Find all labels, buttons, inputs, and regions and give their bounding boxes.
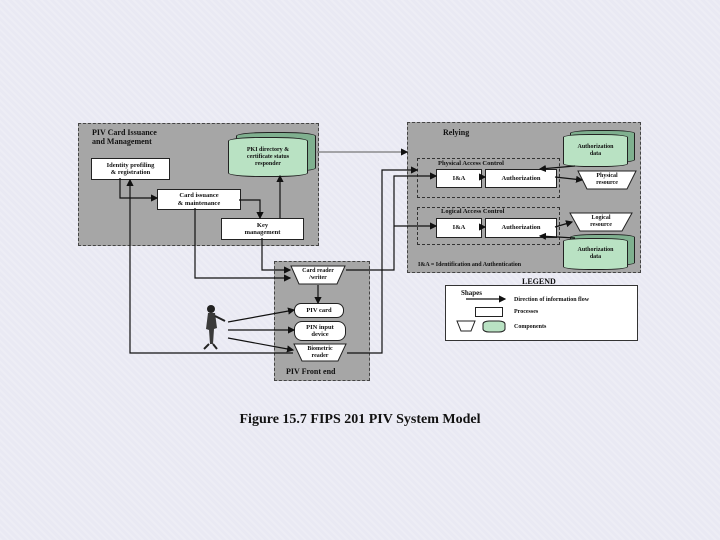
authdata1-line1: Authorization: [577, 143, 614, 150]
pki-line1: PKI directory &: [246, 146, 290, 153]
issuance-title-line2: and Management: [92, 137, 152, 146]
issuance-title-line1: PIV Card Issuance: [92, 128, 157, 137]
card-reader-line1: Card reader: [302, 268, 334, 274]
card-reader-line2: /writer: [309, 275, 327, 281]
ia-box-1: I&A: [436, 169, 482, 188]
key-mgmt-line1: Key: [256, 221, 269, 229]
pki-line3: responder: [255, 160, 281, 167]
legend-title: LEGEND: [522, 277, 556, 286]
authdata2-line2: data: [589, 254, 602, 260]
physical-res-line2: resource: [596, 180, 618, 186]
pin-input-component: PIN input device: [294, 321, 346, 341]
identity-line2: & registration: [110, 169, 151, 176]
ia-box-2: I&A: [436, 218, 482, 238]
physical-resource-component: Physical resource: [577, 170, 637, 190]
issuance-title: PIV Card Issuance and Management: [92, 128, 157, 146]
authorization-data-component-1: Authorization data: [563, 130, 635, 167]
legend-components: Components: [514, 324, 547, 330]
piv-card-component: PIV card: [294, 303, 344, 318]
identity-line1: Identity profiling: [106, 161, 155, 169]
legend-shapes: Shapes: [461, 289, 483, 297]
pki-line2: certificate status: [246, 153, 290, 160]
logical-resource-component: Logical resource: [569, 212, 633, 232]
biometric-reader-component: Biometric reader: [293, 343, 347, 362]
authdata2-line1: Authorization: [577, 247, 614, 253]
ia-footnote: I&A = Identification and Authentication: [418, 262, 522, 268]
authdata1-line2: data: [589, 150, 602, 157]
key-mgmt-line2: management: [244, 229, 281, 236]
authorization-box-2: Authorization: [485, 218, 557, 238]
pin-line2: device: [311, 331, 329, 338]
identity-profiling-box: Identity profiling & registration: [91, 158, 170, 180]
physical-access-title: Physical Access Control: [438, 160, 504, 167]
front-end-title: PIV Front end: [286, 367, 336, 376]
person-icon: [203, 305, 226, 350]
legend-processes: Processes: [514, 309, 539, 315]
authorization-data-component-2: Authorization data: [563, 234, 635, 270]
card-issuance-line2: & maintenance: [177, 199, 221, 207]
bio-line1: Biometric: [307, 345, 333, 352]
logical-res-line1: Logical: [591, 215, 611, 221]
logical-access-title: Logical Access Control: [441, 208, 505, 215]
legend-process-shape: [475, 307, 503, 317]
physical-res-line1: Physical: [596, 173, 618, 179]
card-issuance-box: Card issuance & maintenance: [157, 189, 241, 210]
key-management-box: Key management: [221, 218, 304, 240]
card-issuance-line1: Card issuance: [179, 192, 219, 199]
authorization-box-1: Authorization: [485, 169, 557, 188]
pki-directory-component: PKI directory & certificate status respo…: [228, 132, 316, 177]
pin-line1: PIN input: [306, 323, 334, 331]
legend-component-shapes: [456, 320, 506, 333]
legend-flow: Direction of information flow: [514, 297, 590, 303]
bio-line2: reader: [311, 352, 329, 359]
relying-title: Relying: [443, 128, 470, 137]
card-reader-component: Card reader /writer: [290, 265, 346, 285]
figure-caption: Figure 15.7 FIPS 201 PIV System Model: [239, 412, 481, 427]
logical-res-line2: resource: [590, 222, 612, 228]
